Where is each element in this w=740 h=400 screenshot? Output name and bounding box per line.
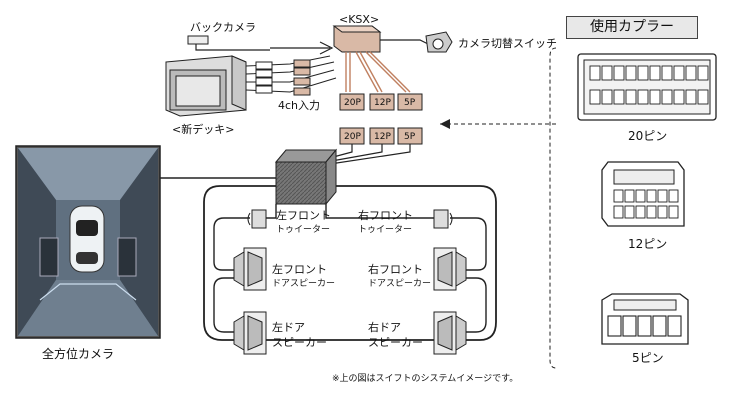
- rca-harness: [245, 55, 337, 96]
- left-front-door-line1: 左フロント: [272, 263, 327, 276]
- camera-switch: [425, 31, 453, 53]
- connector-header: 使用カプラー: [566, 16, 698, 39]
- left-door-label: 左ドア スピーカー: [272, 322, 327, 349]
- connector-5pin: [601, 293, 689, 345]
- right-front-tweeter-label: 右フロント トゥイーター: [358, 209, 413, 236]
- left-front-speaker: [233, 247, 267, 291]
- left-front-door-line2: ドアスピーカー: [272, 279, 336, 289]
- connector-bracket: [549, 47, 557, 369]
- input-label: 4ch入力: [278, 99, 321, 112]
- left-front-tweeter-line2: トゥイーター: [276, 225, 331, 235]
- right-door-line1: 右ドア: [368, 321, 401, 334]
- camera-switch-label: カメラ切替スイッチ: [458, 37, 557, 50]
- back-camera-arrow: [319, 41, 334, 55]
- right-front-door-line1: 右フロント: [368, 263, 423, 276]
- plug-12p-upper: 12P: [374, 98, 391, 108]
- plug-5p-lower: 5P: [404, 132, 416, 142]
- left-front-tweeter-label: 左フロント トゥイーター: [276, 209, 331, 236]
- connector-5pin-label: 5ピン: [632, 351, 664, 365]
- ksx-harness: [345, 51, 411, 93]
- right-front-tweeter-line2: トゥイーター: [358, 225, 413, 235]
- plug-20p-lower: 20P: [344, 132, 361, 142]
- right-tweeter: [433, 209, 453, 229]
- back-camera-plug: [187, 35, 209, 45]
- central-unit: [274, 148, 338, 206]
- left-tweeter: [247, 209, 267, 229]
- back-camera-label: バックカメラ: [190, 21, 256, 34]
- connector-20pin: [577, 53, 717, 121]
- speaker-wiring-inner: [213, 204, 487, 333]
- upper-plugs: [339, 93, 423, 111]
- right-door-line2: スピーカー: [368, 336, 423, 349]
- connector-12pin: [601, 161, 685, 227]
- camera-label: 全方位カメラ: [42, 347, 115, 361]
- speaker-wiring-outer: [203, 185, 497, 341]
- new-deck-label: <新デッキ>: [172, 123, 235, 136]
- plug-12p-lower: 12P: [374, 132, 391, 142]
- footnote: ※上の図はスイフトのシステムイメージです。: [332, 374, 519, 384]
- left-door-line2: スピーカー: [272, 336, 327, 349]
- right-front-speaker: [433, 247, 467, 291]
- left-door-line1: 左ドア: [272, 321, 305, 334]
- right-rear-speaker: [433, 311, 467, 355]
- ksx-unit: [332, 25, 382, 53]
- right-door-label: 右ドア スピーカー: [368, 322, 423, 349]
- connector-12pin-label: 12ピン: [628, 237, 668, 251]
- left-front-tweeter-line1: 左フロント: [276, 209, 331, 222]
- switch-cable: [380, 39, 433, 47]
- lower-plugs: [339, 127, 423, 145]
- ksx-label: <KSX>: [339, 13, 380, 26]
- plug-20p-upper: 20P: [344, 98, 361, 108]
- new-deck: [165, 55, 247, 117]
- left-rear-speaker: [233, 311, 267, 355]
- left-front-door-label: 左フロント ドアスピーカー: [272, 263, 336, 290]
- right-front-tweeter-line1: 右フロント: [358, 209, 413, 222]
- connector-20pin-label: 20ピン: [628, 129, 668, 143]
- right-front-door-line2: ドアスピーカー: [368, 279, 432, 289]
- right-front-door-label: 右フロント ドアスピーカー: [368, 263, 432, 290]
- plug-5p-upper: 5P: [404, 98, 416, 108]
- surround-camera-image: [15, 145, 161, 339]
